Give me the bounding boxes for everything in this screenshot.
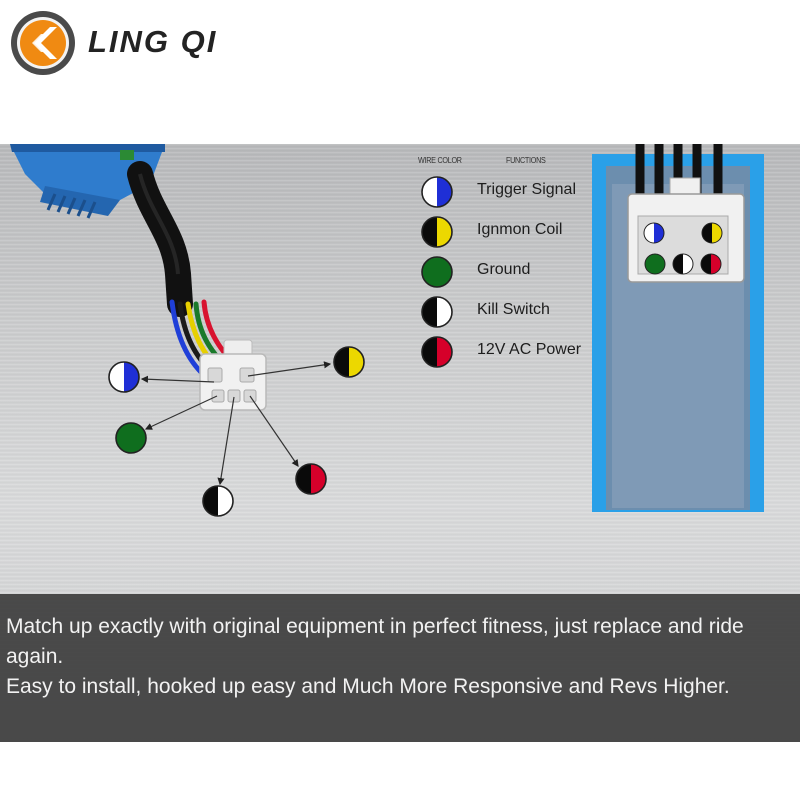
cdi-module (10, 144, 165, 219)
swatch-icon (421, 336, 453, 368)
functions-header: FUNCTIONS (506, 156, 546, 165)
swatch-ignmon-coil (333, 346, 365, 378)
caption-line-1: Match up exactly with original equipment… (6, 615, 744, 668)
swatch-icon (421, 176, 453, 208)
swatch-icon (421, 256, 453, 288)
swatch-ground (115, 422, 147, 454)
legend-label: Trigger Signal (477, 181, 577, 198)
pinout-illustration (592, 144, 764, 512)
ling-qi-logo (11, 11, 75, 75)
legend-label: Ground (477, 261, 531, 278)
wire-color-header: WIRE COLOR (418, 156, 462, 165)
swatch-icon (421, 296, 453, 328)
swatch-12v-ac-power (295, 463, 327, 495)
swatch-icon (421, 216, 453, 248)
legend-label: 12V AC Power (477, 341, 582, 358)
swatch-trigger-signal (108, 361, 140, 393)
caption-line-2: Easy to install, hooked up easy and Much… (6, 675, 730, 698)
legend-label: Kill Switch (477, 301, 550, 318)
brand-name: LING QI (88, 24, 218, 59)
caption-bar: Match up exactly with original equipment… (0, 594, 800, 742)
wiring-diagram (10, 144, 764, 517)
legend-label: Ignmon Coil (477, 221, 563, 238)
swatch-kill-switch (202, 485, 234, 517)
